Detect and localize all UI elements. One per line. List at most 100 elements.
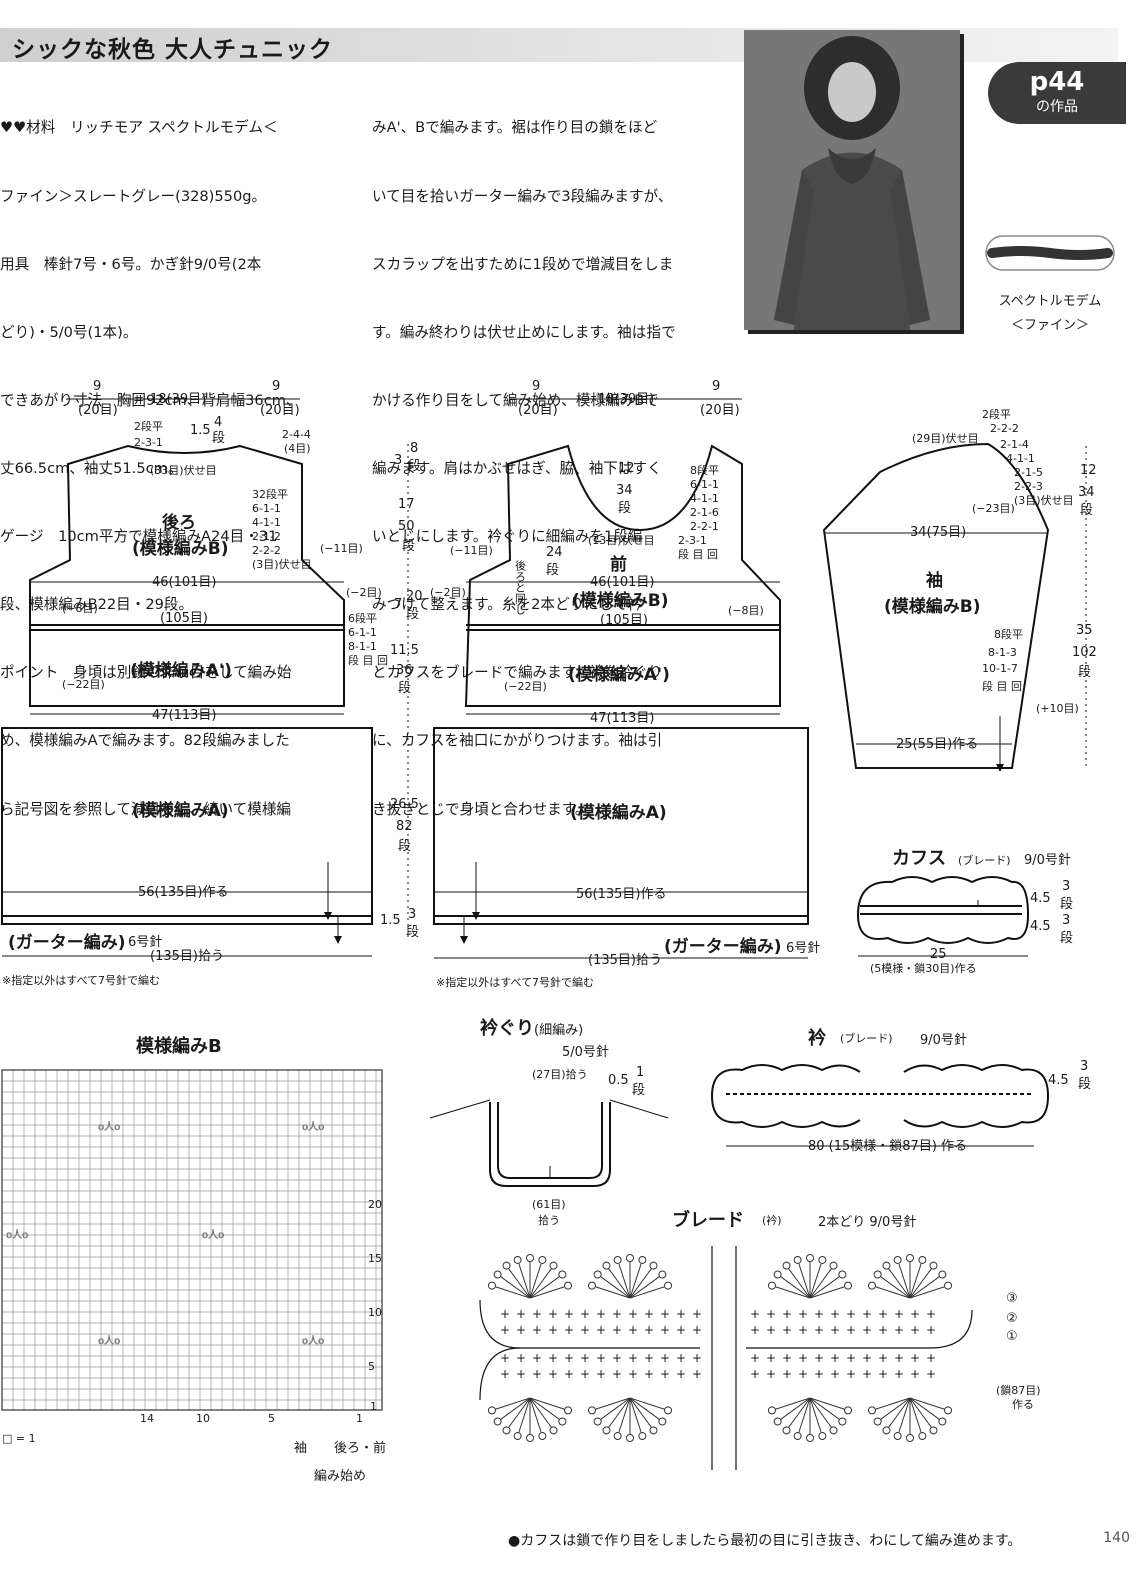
braid-cross-stitch: + — [878, 1367, 888, 1381]
braid-fan-stitch — [600, 1397, 631, 1420]
braid-cross-stitch: + — [894, 1351, 904, 1365]
front-dec2: (−2目) — [430, 586, 466, 599]
braid-fan-stitch — [880, 1276, 911, 1299]
braid-picot — [806, 1434, 814, 1442]
neckline-pick61: (61目) — [532, 1198, 566, 1211]
text-line: 段、模様編みB22目・29段。 — [0, 596, 194, 614]
braid-cross-stitch: + — [862, 1351, 872, 1365]
braid-cross-stitch: + — [580, 1307, 590, 1321]
page-number: 140 — [1103, 1530, 1130, 1546]
cuff-needle: 9/0号針 — [1024, 853, 1071, 868]
badge-page: p44 — [1029, 67, 1085, 97]
braid-fan-stitch — [809, 1263, 822, 1299]
braid-fan-stitch — [898, 1397, 911, 1433]
sleeve-cap-5: 2-2-3 — [1014, 480, 1043, 493]
back-garter-needle: 6号針 — [128, 935, 162, 950]
braid-cross-stitch: + — [548, 1351, 558, 1365]
braid-cross-stitch: + — [830, 1367, 840, 1381]
pattern-b-row-20: 20 — [368, 1198, 382, 1211]
pattern-b-legend: □ = 1 — [2, 1432, 36, 1445]
neckline-pick27: (27目)拾う — [532, 1067, 588, 1081]
back-side-0: 6段平 — [348, 611, 377, 625]
braid-cross-stitch: + — [782, 1307, 792, 1321]
braid-picot — [526, 1434, 534, 1442]
braid-fan-stitch — [595, 1286, 631, 1299]
back-bind: (33目)伏せ目 — [150, 463, 217, 477]
instructions-column-2: みA'、Bで編みます。裾は作り目の鎖をほど いて目を拾いガーター編みで3段編みま… — [372, 72, 676, 844]
braid-fan-stitch — [518, 1397, 531, 1433]
braid-fan-stitch — [909, 1268, 932, 1299]
braid-title: ブレード — [672, 1209, 744, 1231]
braid-chain: (鎖87目) — [996, 1383, 1041, 1397]
braid-cross-stitch: + — [612, 1323, 622, 1337]
front-r24: 24 — [546, 545, 563, 560]
cuff-sub: (ブレード) — [958, 853, 1011, 867]
braid-fan-stitch — [618, 1263, 631, 1299]
back-st105: (105目) — [160, 611, 208, 626]
braid-cross-stitch: + — [644, 1351, 654, 1365]
sleeve-rd: 段 — [1080, 503, 1093, 518]
braid-cross-stitch: + — [766, 1323, 776, 1337]
page-badge: p44 の作品 — [988, 62, 1126, 124]
front-pattern-a: (模様編みA) — [570, 802, 667, 823]
braid-fan-stitch — [529, 1397, 542, 1433]
braid-cross-stitch: + — [564, 1351, 574, 1365]
braid-fan-stitch — [880, 1397, 911, 1420]
braid-picot — [513, 1432, 522, 1441]
back-arm-4: 2-2-2 — [252, 544, 281, 557]
pattern-b-col-5: 5 — [268, 1412, 275, 1425]
cuff-r1: 3 — [1062, 879, 1070, 894]
vert-r82: 82 — [396, 819, 413, 834]
sleeve-inc-2: 10-1-7 — [982, 662, 1018, 675]
braid-picot — [658, 1270, 667, 1279]
back-side-1: 6-1-1 — [348, 626, 377, 639]
sleeve-cast: 25(55目)作る — [896, 737, 978, 752]
braid-cross-stitch: + — [580, 1367, 590, 1381]
front-dec22: (−22目) — [504, 680, 547, 693]
braid-cross-stitch: + — [644, 1367, 654, 1381]
text-line: ファイン＞スレートグレー(328)550g。 — [0, 187, 267, 205]
braid-cross-stitch: + — [516, 1367, 526, 1381]
sleeve-cap-dec: (−23目) — [972, 502, 1015, 515]
braid-fan-stitch — [500, 1397, 531, 1420]
braid-cross-stitch: + — [660, 1351, 670, 1365]
braid-fan-stitch — [495, 1397, 531, 1410]
sleeve-cap-1: 2-2-2 — [990, 422, 1019, 435]
braid-cross-stitch: + — [814, 1323, 824, 1337]
braid-picot — [613, 1432, 622, 1441]
braid-cross-stitch: + — [676, 1323, 686, 1337]
text-line: いて目を拾いガーター編みで3段編みますが、 — [372, 187, 673, 205]
vert-h15: 1.5 — [380, 913, 401, 928]
braid-picot — [487, 1281, 496, 1290]
braid-fan-stitch — [608, 1268, 631, 1299]
front-top-mid: 18(39目) — [598, 392, 654, 407]
braid-cross-stitch: + — [580, 1323, 590, 1337]
front-width-a2: 47(113目) — [590, 711, 655, 726]
braid-picot — [593, 1417, 602, 1426]
front-neck-h: 12 — [618, 461, 635, 476]
back-side-2: 8-1-1 — [348, 640, 377, 653]
braid-cross-stitch: + — [516, 1307, 526, 1321]
braid-cross-stitch: + — [766, 1307, 776, 1321]
back-width-a: 56(135目)作る — [138, 885, 229, 900]
braid-picot — [502, 1261, 511, 1270]
braid-cross-stitch: + — [846, 1323, 856, 1337]
yarn-name: スペクトルモデム — [998, 294, 1102, 309]
footer-note: ●カフスは鎖で作り目をしましたら最初の目に引き抜き、わにして編み進めます。 — [508, 1533, 1022, 1549]
vert-r8: 8 — [410, 441, 418, 456]
vert-r3: 3 — [408, 907, 416, 922]
braid-fan-stitch — [909, 1397, 940, 1420]
braid-picot — [829, 1261, 838, 1270]
braid-picot — [782, 1261, 791, 1270]
braid-fan-stitch — [898, 1263, 911, 1299]
braid-picot — [944, 1406, 953, 1415]
braid-fan-stitch — [529, 1286, 565, 1299]
collar-h: 4.5 — [1048, 1073, 1069, 1088]
braid-cross-stitch: + — [782, 1367, 792, 1381]
back-neck-rows: 4 — [214, 415, 222, 430]
vert-h7: 7 — [394, 597, 402, 612]
braid-picot — [818, 1432, 827, 1441]
braid-cross-stitch: + — [612, 1307, 622, 1321]
braid-cross-stitch: + — [798, 1323, 808, 1337]
front-pickup: (135目)拾う — [588, 953, 662, 968]
